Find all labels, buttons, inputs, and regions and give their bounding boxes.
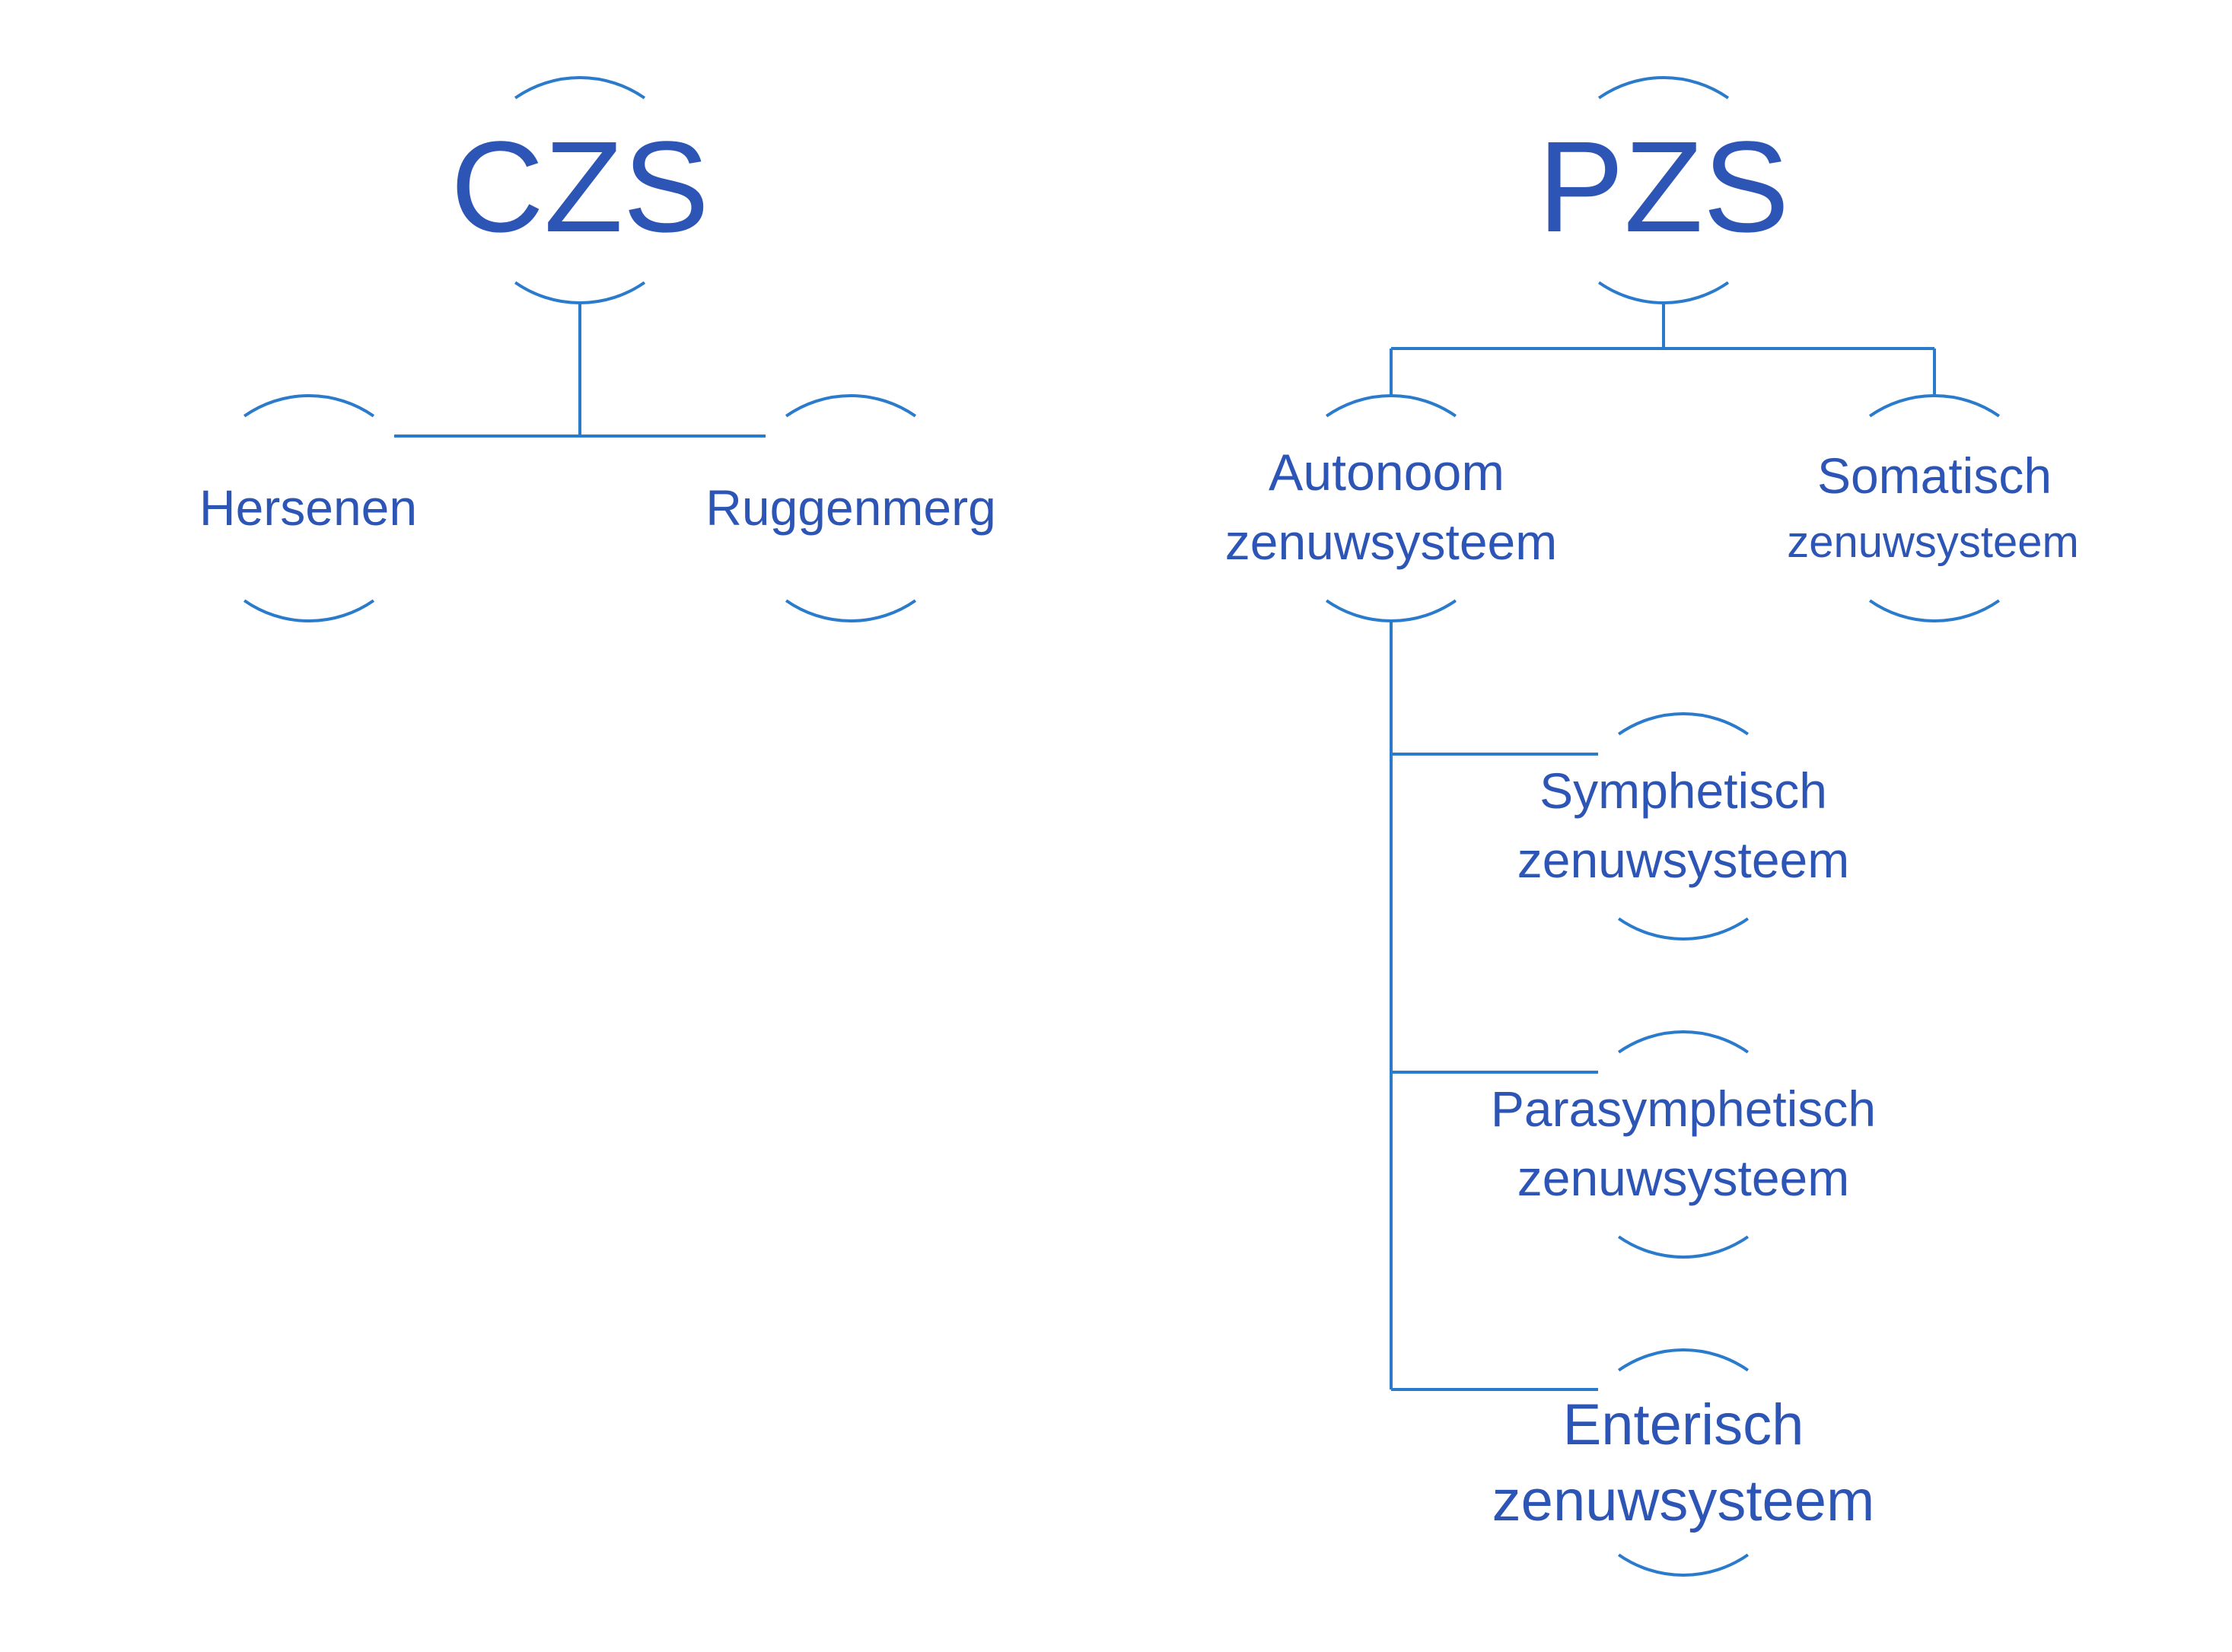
node-pzs-title: PZS — [1538, 115, 1790, 259]
node-symphetisch-title: Symphetisch — [1539, 762, 1827, 819]
node-arcs — [243, 76, 2001, 1577]
node-symphetisch-bottom-arc — [1617, 917, 1750, 941]
node-enterisch-subtitle: zenuwsysteem — [1492, 1469, 1875, 1533]
node-autonoom-title: Autonoom — [1269, 444, 1504, 501]
node-somatisch-subtitle: zenuwsysteem — [1787, 517, 2079, 567]
node-ruggenmerg-title: Ruggenmerg — [705, 479, 996, 536]
node-pzs-top-arc — [1597, 76, 1730, 100]
node-symphetisch-top-arc — [1617, 712, 1750, 736]
node-pzs-bottom-arc — [1597, 281, 1730, 304]
node-parasymphetisch-subtitle: zenuwsysteem — [1517, 1150, 1850, 1206]
node-somatisch-top-arc — [1868, 394, 2001, 418]
node-parasymphetisch-top-arc — [1617, 1030, 1750, 1054]
node-hersenen-bottom-arc — [243, 599, 375, 622]
connectors — [394, 303, 1936, 1391]
node-czs-bottom-arc — [514, 281, 646, 304]
node-czs-title: CZS — [451, 115, 709, 259]
node-enterisch-bottom-arc — [1617, 1553, 1750, 1577]
node-parasymphetisch-bottom-arc — [1617, 1235, 1750, 1259]
node-autonoom-top-arc — [1325, 394, 1457, 418]
node-labels: CZS PZS Hersenen Ruggenmerg Autonoom zen… — [199, 115, 2079, 1533]
node-enterisch-top-arc — [1617, 1348, 1750, 1372]
node-hersenen-top-arc — [243, 394, 375, 418]
node-enterisch-title: Enterisch — [1563, 1393, 1804, 1457]
node-somatisch-bottom-arc — [1868, 599, 2001, 622]
node-symphetisch-subtitle: zenuwsysteem — [1517, 832, 1850, 888]
node-ruggenmerg-top-arc — [785, 394, 917, 418]
node-hersenen-title: Hersenen — [199, 479, 417, 536]
node-czs-top-arc — [514, 76, 646, 100]
node-parasymphetisch-title: Parasymphetisch — [1491, 1081, 1876, 1137]
node-somatisch-title: Somatisch — [1817, 447, 2052, 504]
node-autonoom-bottom-arc — [1325, 599, 1457, 622]
node-autonoom-subtitle: zenuwsysteem — [1225, 514, 1558, 570]
node-ruggenmerg-bottom-arc — [785, 599, 917, 622]
